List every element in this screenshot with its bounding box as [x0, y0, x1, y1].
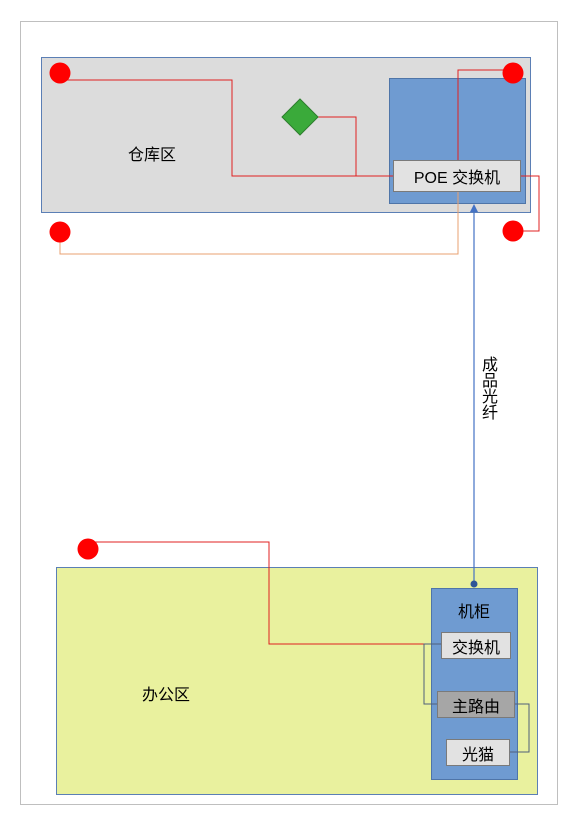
fiber-endpoint [470, 580, 478, 588]
camera-dot-bottomleft [49, 221, 71, 243]
cabinet-label: 机柜 [458, 604, 491, 621]
camera-dot-topleft [49, 62, 71, 84]
main-router-box: 主路由 [437, 691, 515, 718]
optical-modem-box: 光猫 [446, 739, 510, 766]
patch-router-modem [510, 703, 530, 753]
patch-switch-router [423, 643, 441, 705]
office-switch-box: 交换机 [441, 632, 511, 659]
cable-topleft-camera [60, 79, 393, 177]
office-device-dot [77, 538, 99, 560]
camera-dot-right [502, 220, 524, 242]
cable-office-device [88, 541, 441, 645]
poe-switch-box: POE 交换机 [393, 160, 521, 192]
fiber-label: 成品光纤 [479, 356, 496, 420]
fiber-arrow-head [470, 204, 478, 212]
diagram-frame [20, 21, 558, 805]
cable-topright-camera [457, 69, 513, 160]
ap-diamond-icon [281, 98, 319, 136]
cable-right-camera [513, 175, 540, 232]
cable-bottomleft-camera [59, 192, 459, 255]
camera-dot-topright [502, 62, 524, 84]
cable-ap [318, 116, 357, 176]
office-label: 办公区 [142, 687, 191, 704]
warehouse-label: 仓库区 [128, 147, 177, 164]
